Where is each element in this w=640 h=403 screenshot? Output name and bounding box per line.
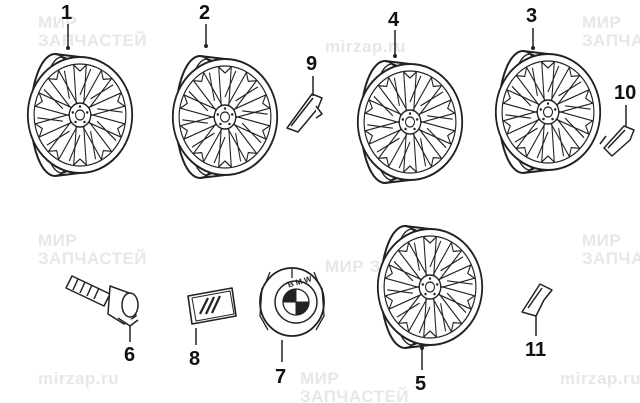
watermark-domain: mirzap.ru [325,37,407,56]
wheel-rim-icon [378,226,482,348]
callout-part-8[interactable]: 8 [189,348,201,370]
callout-part-4[interactable]: 4 [388,9,400,31]
watermark-brand: МИР ЗАПЧАСТЕЙ [582,13,640,50]
wheel-rim-icon [173,56,277,178]
emblem-badge-icon [187,287,237,325]
watermark-brand: МИР ЗАПЧАСТЕЙ [38,231,148,268]
watermark-brand: МИР ЗАПЧАСТЕЙ [582,231,640,268]
wheel-rim-icon [496,51,600,173]
callout-part-7[interactable]: 7 [275,366,287,388]
callout-part-1[interactable]: 1 [61,2,73,24]
leader-dot [393,54,397,58]
lug-bolt-icon [65,275,139,327]
trim-clip-icon [599,125,635,157]
leader-dot [204,44,208,48]
callout-part-6[interactable]: 6 [124,344,136,366]
watermark-domain: mirzap.ru [560,369,640,388]
leader-dot [531,46,535,50]
callout-part-2[interactable]: 2 [199,2,211,24]
leader-dot [420,346,424,350]
leader-dot [66,46,70,50]
wheel-rim-icon [358,61,462,183]
callout-part-3[interactable]: 3 [526,5,538,27]
callout-part-9[interactable]: 9 [306,53,318,75]
watermark-brand: МИР ЗАПЧАСТЕЙ [38,13,148,50]
trim-clip-icon [286,93,323,133]
callout-part-11[interactable]: 11 [525,339,547,361]
watermark-domain: mirzap.ru [38,369,120,388]
watermark-brand: МИР ЗАПЧАСТЕЙ [300,369,410,403]
trim-clip-icon [521,283,553,317]
center-cap-icon: B M W [259,267,325,337]
wheel-rim-icon [28,54,132,176]
callout-part-10[interactable]: 10 [614,82,637,104]
callout-part-5[interactable]: 5 [415,373,427,395]
